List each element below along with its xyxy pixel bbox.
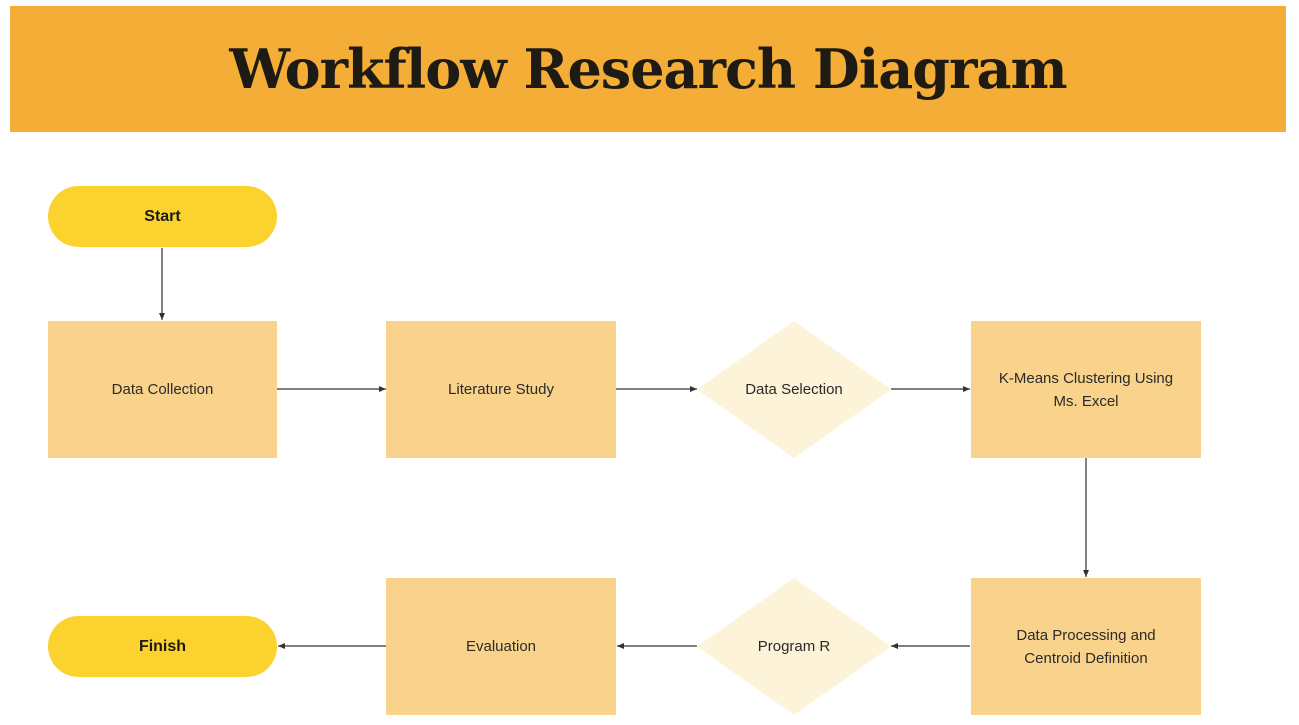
kmeans-node: K-Means Clustering Using Ms. Excel [971,321,1201,458]
finish-node: Finish [48,616,277,677]
data-collection-node: Data Collection [48,321,277,458]
data-processing-node: Data Processing and Centroid Definition [971,578,1201,715]
diagram-title: Workflow Research Diagram [229,37,1067,101]
literature-study-node: Literature Study [386,321,616,458]
title-banner: Workflow Research Diagram [10,6,1286,132]
evaluation-node: Evaluation [386,578,616,715]
start-node: Start [48,186,277,247]
